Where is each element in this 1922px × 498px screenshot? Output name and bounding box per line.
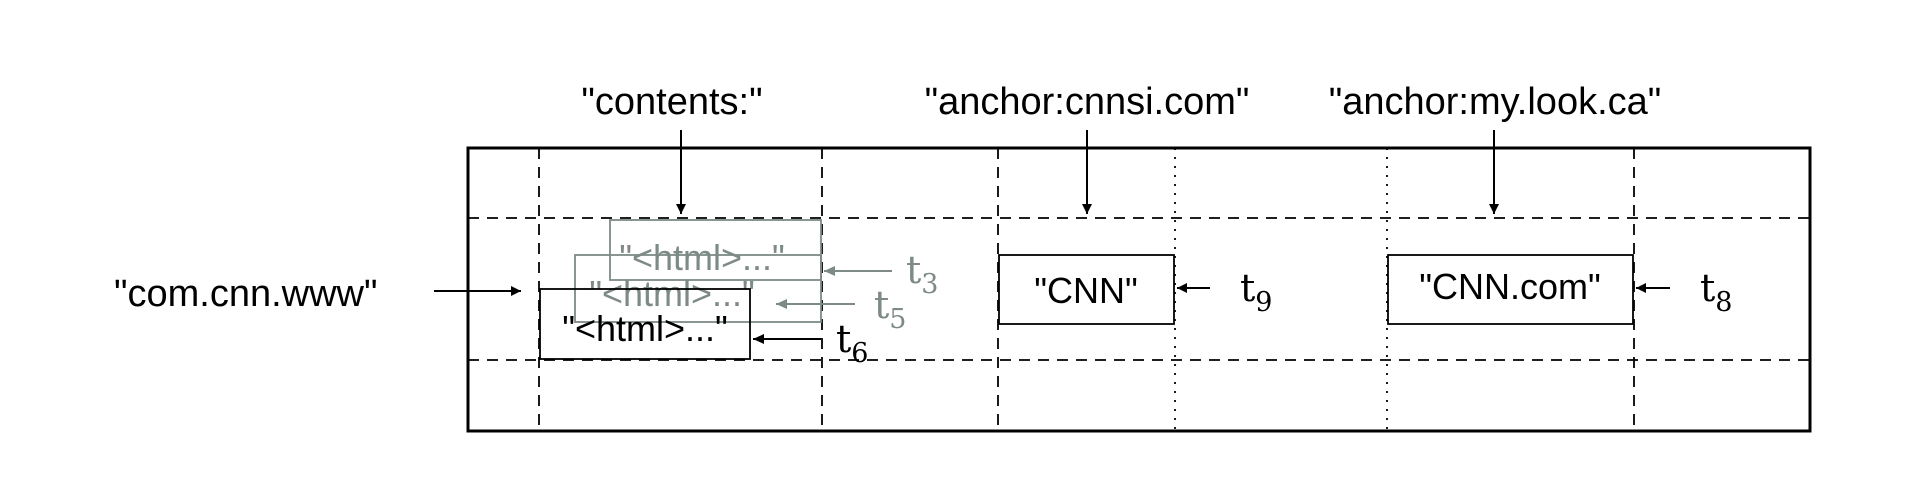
- version-value-t6: "<html>...": [562, 308, 728, 349]
- cell-box-mylook: [1387, 254, 1634, 325]
- column-label-contents: "contents:": [581, 81, 762, 123]
- timestamp-t5: t5: [874, 283, 906, 335]
- column-label-anchor-mylook: "anchor:my.look.ca": [1329, 81, 1662, 123]
- timestamp-t9: t9: [1240, 266, 1272, 318]
- cell-value-cnnsi: "CNN": [1034, 270, 1138, 311]
- cell-box-cnnsi: [998, 254, 1175, 325]
- table-frame: [466, 146, 1812, 433]
- version-value-t3: "<html>...": [619, 237, 785, 278]
- version-box-t3: [609, 219, 822, 281]
- row-key-label: "com.cnn.www": [114, 273, 377, 315]
- grid-lines: [468, 148, 1810, 431]
- column-label-anchor-cnnsi: "anchor:cnnsi.com": [925, 81, 1250, 123]
- timestamp-t6: t6: [836, 317, 868, 369]
- cell-value-mylook: "CNN.com": [1419, 266, 1601, 307]
- timestamp-arrowhead-t5: [776, 299, 787, 309]
- version-box-t6: [539, 288, 751, 360]
- timestamp-t8: t8: [1700, 266, 1732, 318]
- timestamp-arrowhead-t6: [753, 334, 764, 344]
- timestamp-arrowhead-t3: [824, 266, 835, 276]
- timestamp-t3: t3: [906, 248, 938, 300]
- contents-cell-versions: "<html>..." t3 "<html>..." t5 "<html>..." t6: [539, 219, 938, 369]
- version-value-t5: "<html>...": [589, 273, 755, 314]
